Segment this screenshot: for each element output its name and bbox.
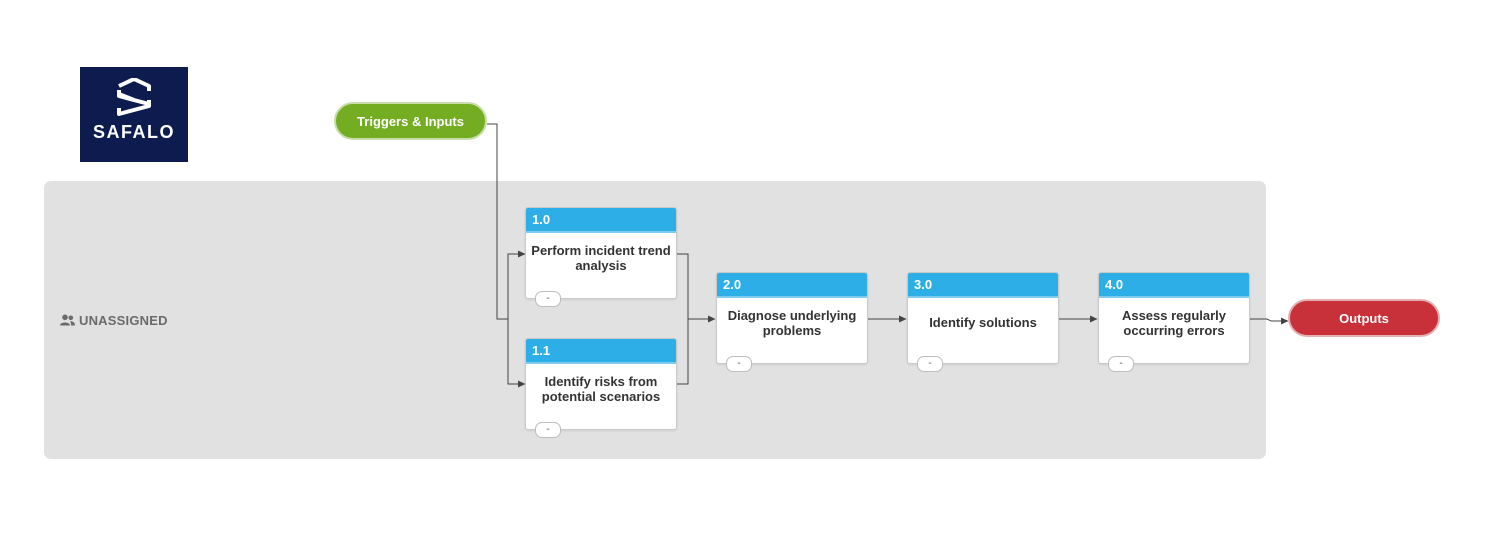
step-number: 1.0 (526, 208, 676, 233)
step-title: Identify solutions (929, 315, 1037, 330)
step-card-2-0[interactable]: 2.0 Diagnose underlying problems - (716, 272, 868, 372)
step-number: 2.0 (717, 273, 867, 298)
connector-triggers-to-1-0 (487, 123, 526, 320)
users-icon (60, 314, 75, 326)
step-title: Assess regularly occurring errors (1121, 307, 1227, 338)
step-card-1-1[interactable]: 1.1 Identify risks from potential scenar… (525, 338, 677, 438)
safalo-logo: SAFALO (80, 67, 188, 162)
safalo-s-icon (117, 78, 151, 116)
lane-label: UNASSIGNED (60, 311, 168, 329)
collapse-toggle[interactable]: - (917, 356, 943, 372)
connector-1-0-to-2-0 (677, 253, 689, 385)
step-number: 4.0 (1099, 273, 1249, 298)
connector-4-0-to-outputs (1250, 317, 1289, 325)
logo-text: SAFALO (92, 122, 175, 142)
collapse-toggle[interactable]: - (1108, 356, 1134, 372)
lane-label-text: UNASSIGNED (79, 312, 168, 328)
connector-triggers-to-1-1 (507, 319, 526, 388)
collapse-toggle[interactable]: - (535, 291, 561, 307)
step-card-4-0[interactable]: 4.0 Assess regularly occurring errors - (1098, 272, 1250, 372)
step-number: 1.1 (526, 339, 676, 364)
step-number: 3.0 (908, 273, 1058, 298)
triggers-inputs-node[interactable]: Triggers & Inputs (334, 102, 487, 140)
step-title: Perform incident trend analysis (531, 242, 671, 273)
step-card-1-0[interactable]: 1.0 Perform incident trend analysis - (525, 207, 677, 307)
step-card-3-0[interactable]: 3.0 Identify solutions - (907, 272, 1059, 372)
collapse-toggle[interactable]: - (726, 356, 752, 372)
step-title: Diagnose underlying problems (727, 307, 857, 338)
step-title: Identify risks from potential scenarios (541, 373, 661, 404)
collapse-toggle[interactable]: - (535, 422, 561, 438)
outputs-node[interactable]: Outputs (1288, 299, 1440, 337)
